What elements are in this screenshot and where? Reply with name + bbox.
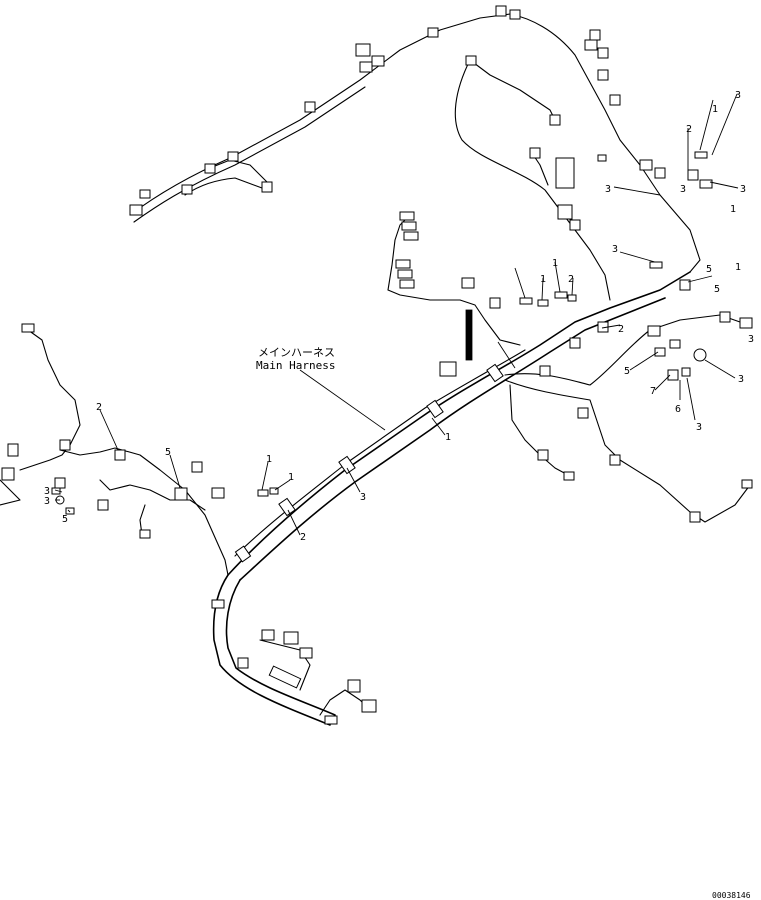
left-branch — [0, 323, 229, 576]
callout-label: 1 — [712, 104, 718, 115]
callout-labels: 1 3 2 3 3 1 3 3 5 1 5 1 1 2 3 5 3 7 3 6 … — [44, 90, 754, 543]
callout-label: 1 — [266, 454, 272, 465]
callout-label: 3 — [360, 492, 366, 503]
callout-label: 6 — [675, 404, 681, 415]
right-branch — [504, 311, 753, 523]
callout-label: 1 — [288, 472, 294, 483]
title-english: Main Harness — [256, 359, 335, 372]
callout-label: 5 — [714, 284, 720, 295]
callout-label: 3 — [612, 244, 618, 255]
callout-label: 3 — [680, 184, 686, 195]
callout-label: 7 — [650, 386, 656, 397]
drawing-number: 00038146 — [712, 891, 751, 900]
callout-label: 5 — [165, 447, 171, 458]
bottom-connector-cluster — [259, 629, 377, 725]
callout-label: 3 — [605, 184, 611, 195]
callout-label: 3 — [748, 334, 754, 345]
callout-label: 5 — [62, 514, 68, 525]
callout-label: 2 — [618, 324, 624, 335]
callout-label: 3 — [740, 184, 746, 195]
callout-label: 2 — [568, 274, 574, 285]
callout-label: 1 — [730, 204, 736, 215]
callout-label: 3 — [738, 374, 744, 385]
callout-label: 1 — [735, 262, 741, 273]
connector-stack — [387, 211, 521, 377]
callout-label: 3 — [735, 90, 741, 101]
title-japanese: メインハーネス — [258, 346, 335, 359]
callout-label: 3 — [44, 486, 50, 497]
upper-left-branch — [129, 5, 701, 273]
harness-title: メインハーネス Main Harness — [256, 346, 335, 372]
leader-lines — [54, 93, 739, 536]
callout-label: 5 — [706, 264, 712, 275]
callout-label: 2 — [686, 124, 692, 135]
callout-label: 3 — [44, 496, 50, 507]
callout-label: 3 — [696, 422, 702, 433]
hardware-bolts — [51, 151, 713, 515]
main-harness-trunk — [211, 271, 691, 726]
callout-label: 2 — [300, 532, 306, 543]
callout-label: 1 — [540, 274, 546, 285]
callout-label: 2 — [96, 402, 102, 413]
center-loop-branch — [454, 55, 611, 301]
callout-label: 1 — [445, 432, 451, 443]
callout-label: 5 — [624, 366, 630, 377]
callout-label: 1 — [552, 258, 558, 269]
